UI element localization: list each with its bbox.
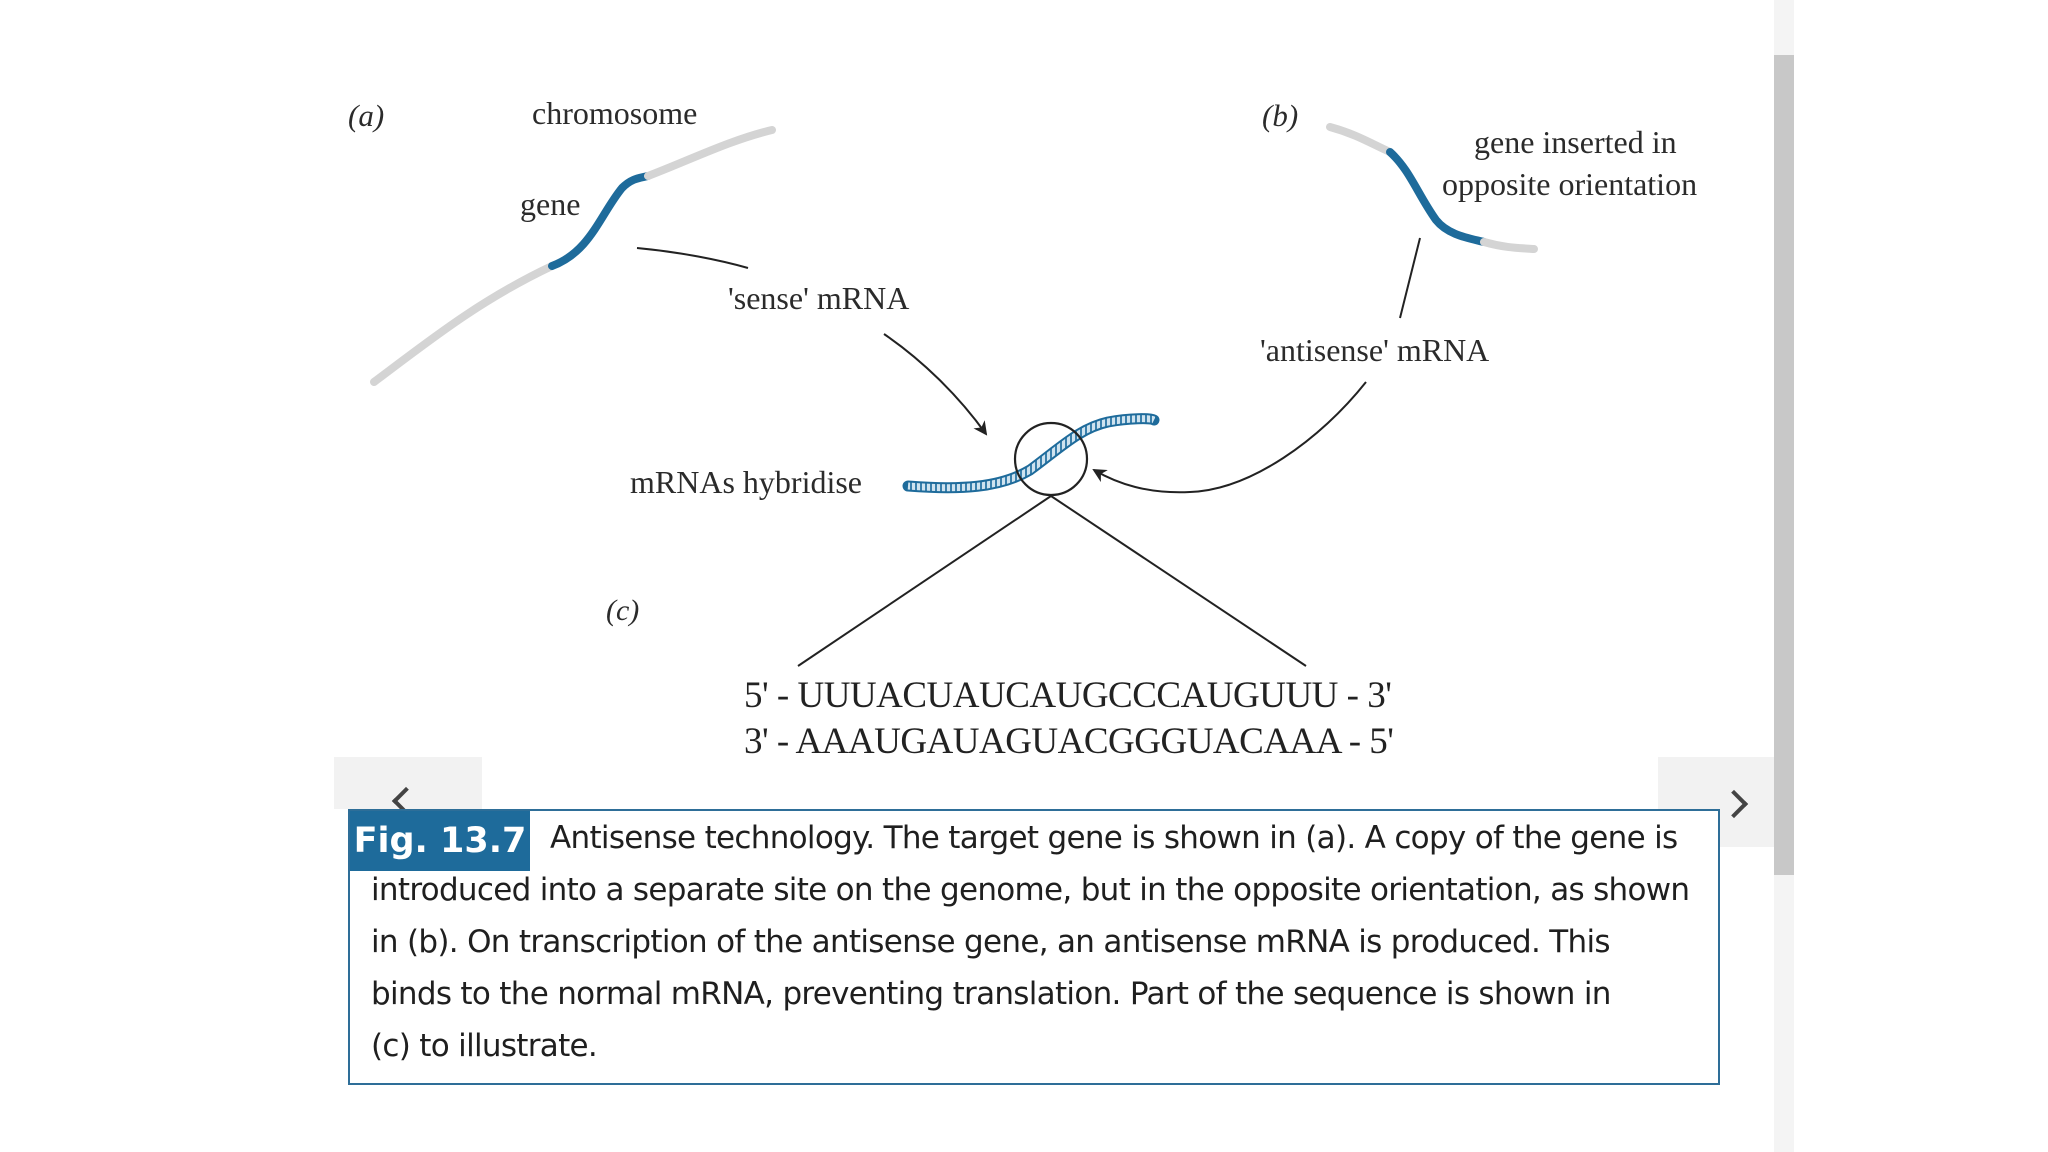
caption-line-1: Antisense technology. The target gene is…: [550, 820, 1678, 856]
sequence-top-strand: 5' - UUUACUAUCAUGCCCAUGUUU - 3': [744, 675, 1392, 716]
chromosome-label: chromosome: [532, 95, 698, 131]
figure-number-badge: Fig. 13.7: [350, 811, 530, 871]
sense-arrow: [883, 333, 988, 436]
caption-line-3: in (b). On transcription of the antisens…: [371, 924, 1611, 960]
chromosome-b: [1326, 123, 1538, 253]
caption-line-2: introduced into a separate site on the g…: [371, 872, 1690, 908]
chromosome-a: [370, 126, 776, 386]
panel-b-label: (b): [1262, 98, 1299, 133]
scrollbar-thumb[interactable]: [1774, 55, 1794, 875]
caption-line-5: (c) to illustrate.: [371, 1028, 598, 1064]
prev-slide-zone[interactable]: [334, 757, 482, 809]
inserted-gene-label-line2: opposite orientation: [1442, 166, 1698, 202]
inserted-gene-label-line1: gene inserted in: [1474, 124, 1677, 160]
gene-pointer-line: [636, 247, 749, 269]
zoom-line-right: [1050, 495, 1307, 667]
inserted-gene-pointer-line: [1399, 237, 1421, 319]
caption-line-4: binds to the normal mRNA, preventing tra…: [371, 976, 1611, 1012]
gene-label: gene: [520, 186, 581, 222]
panel-a-label: (a): [348, 98, 385, 133]
panel-c-label: (c): [606, 594, 640, 627]
hybrid-mrna: [902, 413, 1160, 494]
hybrid-zoom-circle: [1013, 421, 1089, 497]
figure-caption-box: [348, 809, 1720, 1085]
antisense-mrna-label: 'antisense' mRNA: [1260, 332, 1490, 368]
hybridise-label: mRNAs hybridise: [630, 464, 862, 500]
antisense-arrow: [1092, 381, 1367, 494]
sequence-bottom-strand: 3' - AAAUGAUAGUACGGGUACAAA - 5': [744, 721, 1394, 762]
sense-mrna-label: 'sense' mRNA: [728, 280, 910, 316]
zoom-line-left: [797, 495, 1052, 667]
